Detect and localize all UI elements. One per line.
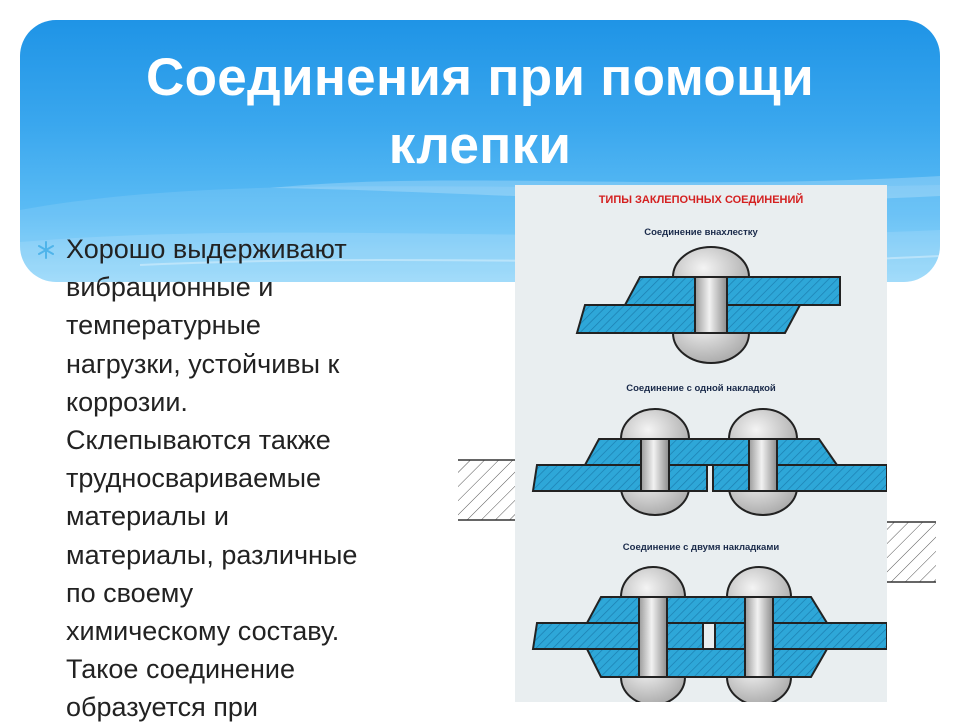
body-line: химическому составу. [66, 616, 340, 647]
body-line: трудносвариваемые [66, 463, 322, 494]
asterisk-bullet-icon [38, 241, 54, 259]
rivet-joints-figure: ТИПЫ ЗАКЛЕПОЧНЫХ СОЕДИНЕНИЙ Соединение в… [515, 185, 887, 702]
slide-title-line-2: клепки [388, 116, 572, 175]
single-cover-plate-drawing [531, 408, 887, 516]
body-line: Такое соединение [66, 654, 295, 685]
body-line: Склепываются также [66, 425, 331, 456]
caption-double-cover-plates: Соединение с двумя накладками [623, 542, 780, 553]
body-line: материалы и [66, 501, 229, 532]
body-line: температурные [66, 310, 261, 341]
lap-joint-drawing [575, 246, 841, 364]
double-cover-plates-drawing [531, 566, 887, 702]
caption-lap-joint: Соединение внахлестку [644, 227, 758, 238]
body-line: вибрационные и [66, 272, 274, 303]
hatched-plate-fragment-left [458, 459, 520, 521]
body-line: по своему [66, 577, 194, 608]
figure-heading: ТИПЫ ЗАКЛЕПОЧНЫХ СОЕДИНЕНИЙ [599, 193, 804, 206]
body-line: образуется при [66, 692, 259, 723]
body-paragraph: Хорошо выдерживают вибрационные и темпер… [66, 230, 426, 727]
body-line: нагрузки, устойчивы к [66, 348, 340, 379]
hatched-plate-fragment-right [882, 521, 936, 583]
caption-single-cover-plate: Соединение с одной накладкой [626, 383, 776, 394]
slide-title: Соединения при помощи клепки [20, 44, 940, 180]
body-line: Хорошо выдерживают [66, 234, 347, 264]
body-line: коррозии. [66, 386, 188, 417]
slide-title-line-1: Соединения при помощи [146, 48, 814, 107]
body-line: материалы, различные [66, 539, 358, 570]
